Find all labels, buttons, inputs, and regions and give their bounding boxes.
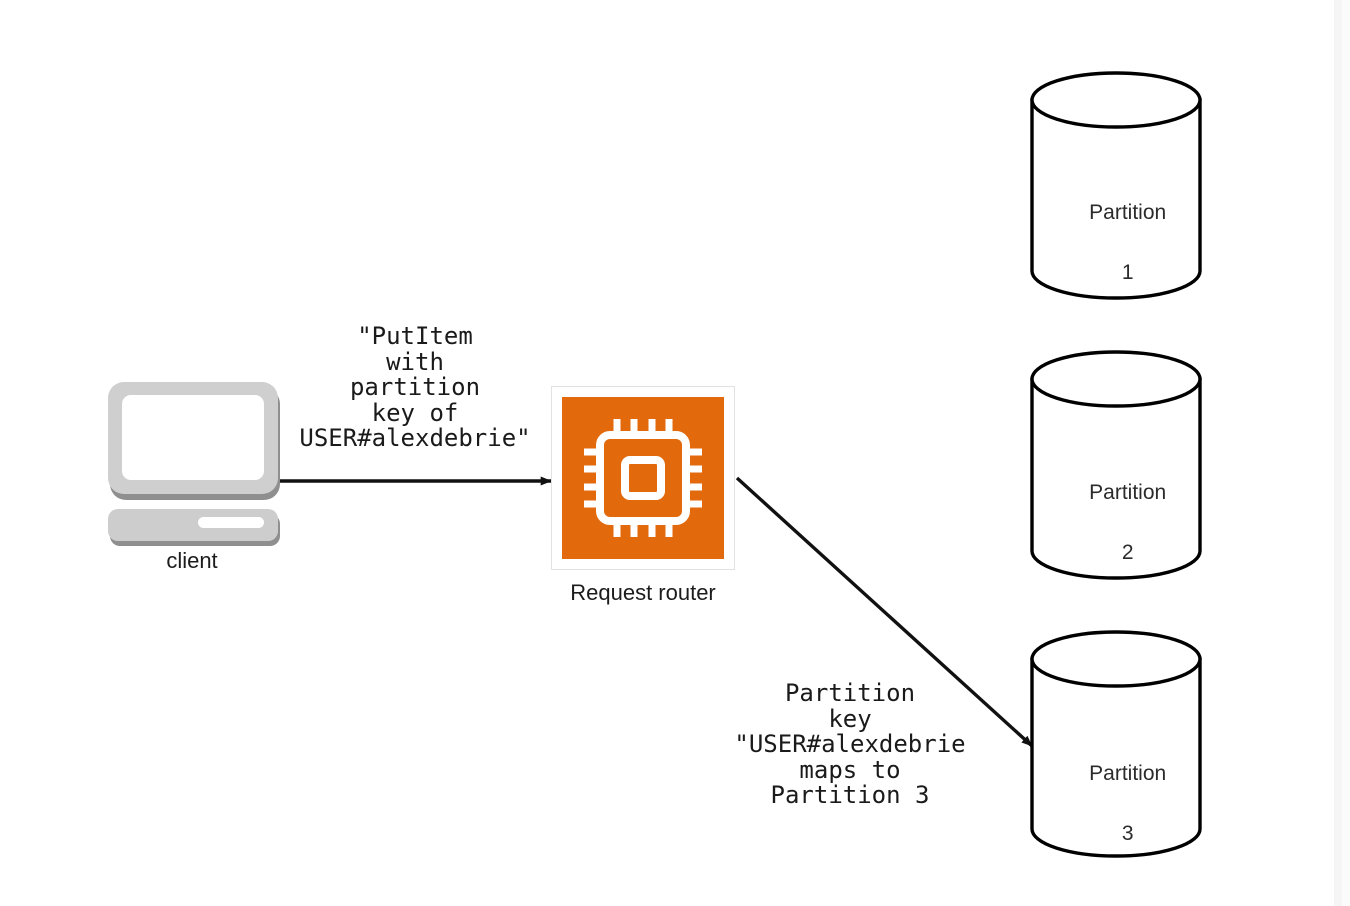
- edge-label-putitem: "PutItem with partition key of USER#alex…: [299, 322, 531, 452]
- partition-2-label: Partition 2: [1031, 448, 1201, 598]
- partition-1-name: Partition: [1089, 201, 1167, 224]
- cpu-chip-icon: [584, 419, 702, 537]
- partition-3-number: 3: [1121, 822, 1134, 845]
- node-client[interactable]: [104, 378, 284, 550]
- node-partition-3[interactable]: [1030, 630, 1202, 858]
- request-router-caption: Request router: [570, 580, 716, 605]
- router-tile: [562, 397, 724, 559]
- monitor-screen: [122, 395, 264, 480]
- node-request-router[interactable]: [552, 387, 734, 569]
- arrow-router-to-partition-3: [735, 476, 1034, 748]
- partition-2-number: 2: [1121, 541, 1134, 564]
- client-caption: client: [166, 548, 218, 573]
- partition-3-label: Partition 3: [1031, 729, 1201, 879]
- partition-1-number: 1: [1121, 261, 1134, 284]
- partition-3-name: Partition: [1089, 762, 1167, 785]
- partition-1-label: Partition 1: [1031, 168, 1201, 318]
- node-partition-2[interactable]: [1030, 350, 1202, 580]
- partition-2-name: Partition: [1089, 481, 1167, 504]
- node-partition-1[interactable]: [1030, 71, 1202, 300]
- keyboard-key-bar: [198, 517, 264, 528]
- edge-label-partition-key-maps: Partition key "USER#alexdebrie maps to P…: [734, 679, 966, 809]
